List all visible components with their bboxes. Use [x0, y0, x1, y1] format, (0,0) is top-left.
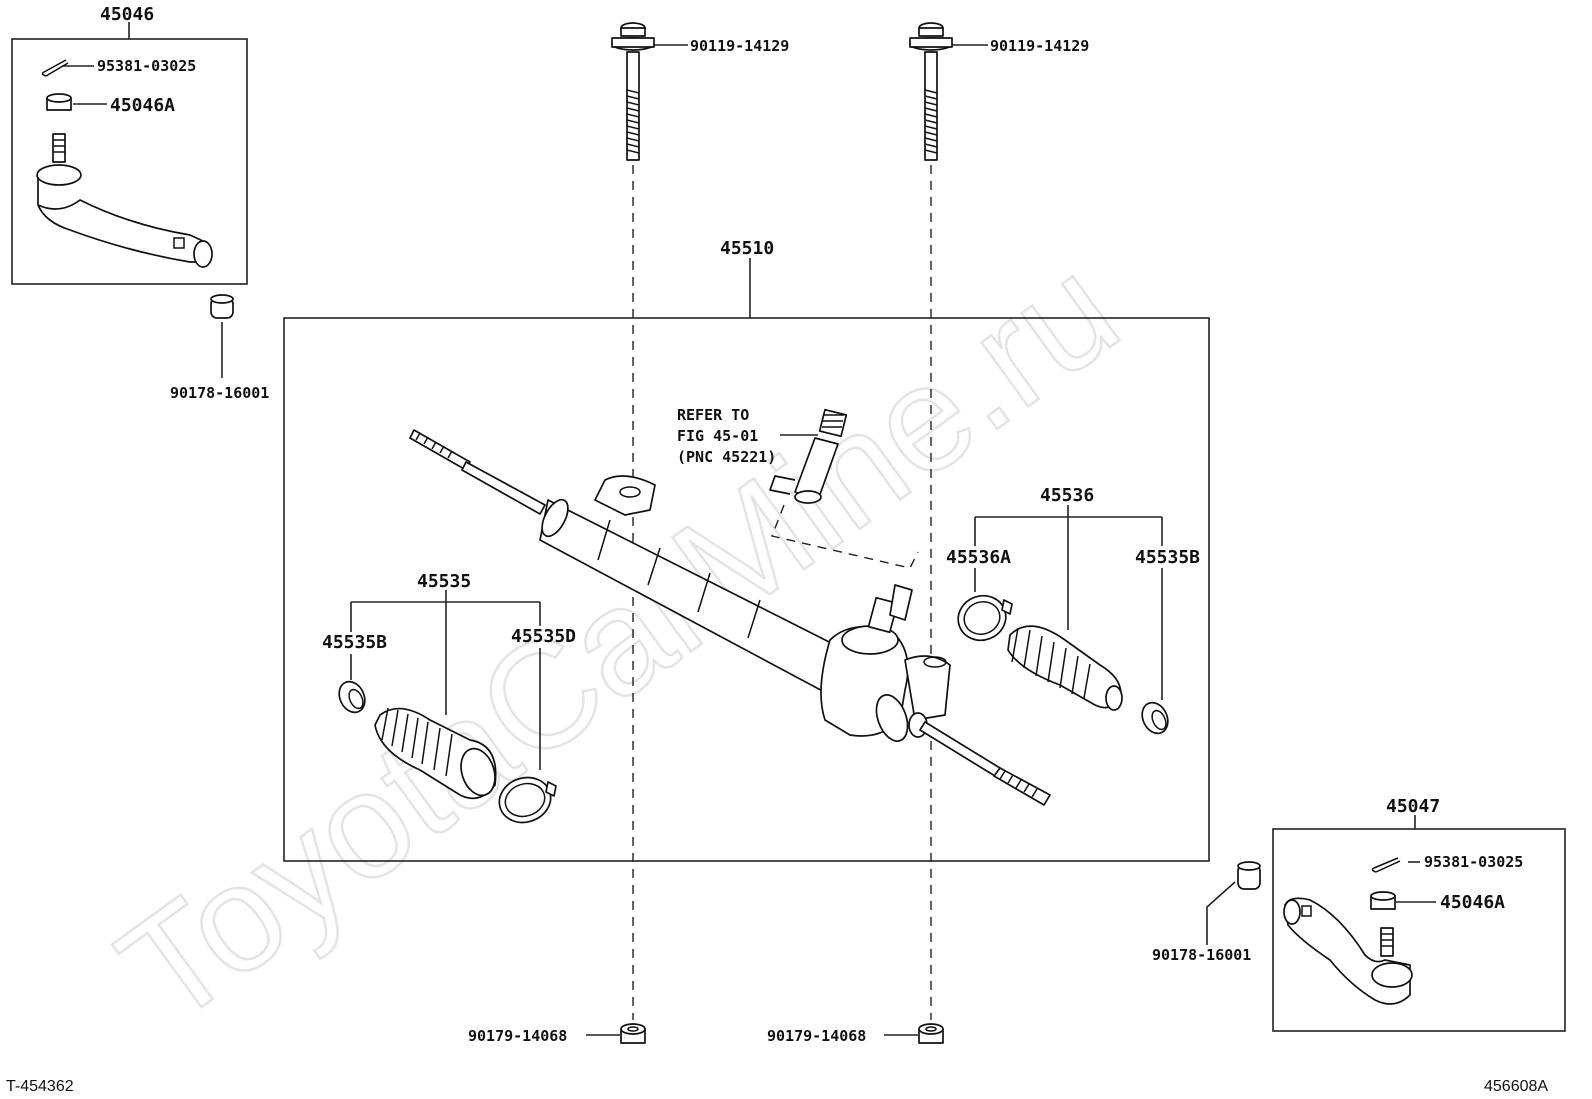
boot-left — [374, 707, 497, 800]
label-tie-rod-end-left: 45046 — [100, 4, 154, 25]
bushing-left — [210, 294, 234, 319]
corner-code-left: T-454362 — [6, 1078, 74, 1095]
castle-nut-left — [46, 93, 72, 111]
label-nut-bottom-left: 90179-14068 — [468, 1027, 567, 1045]
label-bushing-left: 90178-16001 — [170, 384, 269, 402]
clamp-large-left — [498, 776, 557, 824]
steering-rack — [409, 429, 1051, 806]
label-gear-assembly: 45510 — [720, 238, 774, 259]
label-refer-line1: REFER TO — [677, 406, 749, 424]
bushing-right — [1237, 861, 1261, 890]
label-nut-right: 45046A — [1440, 892, 1505, 913]
label-bushing-right: 90178-16001 — [1152, 946, 1251, 964]
clamp-large-right — [957, 594, 1013, 642]
nut-left — [620, 1023, 646, 1044]
label-refer-line2: FIG 45-01 — [677, 427, 758, 445]
cotter-pin-left — [41, 59, 69, 77]
label-clamp-large-right: 45536A — [946, 547, 1011, 568]
label-clamp-large-left: 45535D — [511, 626, 576, 647]
label-nut-left: 45046A — [110, 95, 175, 116]
corner-code-right: 456608A — [1484, 1078, 1548, 1095]
label-refer-line3: (PNC 45221) — [677, 448, 776, 466]
clamp-small-right — [1141, 701, 1169, 735]
tie-rod-end-right-box — [1272, 828, 1566, 1032]
nut-right — [918, 1023, 944, 1044]
leader-lines — [62, 22, 1436, 1036]
tie-rod-end-left — [36, 133, 213, 268]
bolt-right — [909, 22, 953, 161]
label-bolt-left: 90119-14129 — [690, 37, 789, 55]
label-cotter-pin-left: 95381-03025 — [97, 57, 196, 75]
label-clamp-small-left: 45535B — [322, 632, 387, 653]
boot-right — [1007, 625, 1123, 711]
gear-assembly-box — [283, 317, 1210, 862]
label-nut-bottom-right: 90179-14068 — [767, 1027, 866, 1045]
label-tie-rod-end-right: 45047 — [1386, 796, 1440, 817]
label-boot-set-left: 45535 — [417, 571, 471, 592]
alignment-dashes — [632, 165, 932, 1020]
bolt-left — [611, 22, 655, 161]
label-clamp-small-right: 45535B — [1135, 547, 1200, 568]
label-bolt-right: 90119-14129 — [990, 37, 1089, 55]
label-cotter-pin-right: 95381-03025 — [1424, 853, 1523, 871]
clamp-small-left — [338, 680, 366, 714]
pinion-shaft-part — [769, 408, 848, 504]
cotter-pin-right — [1371, 857, 1401, 873]
castle-nut-right — [1370, 891, 1396, 910]
label-boot-set-right: 45536 — [1040, 485, 1094, 506]
tie-rod-end-right — [1283, 897, 1413, 1005]
